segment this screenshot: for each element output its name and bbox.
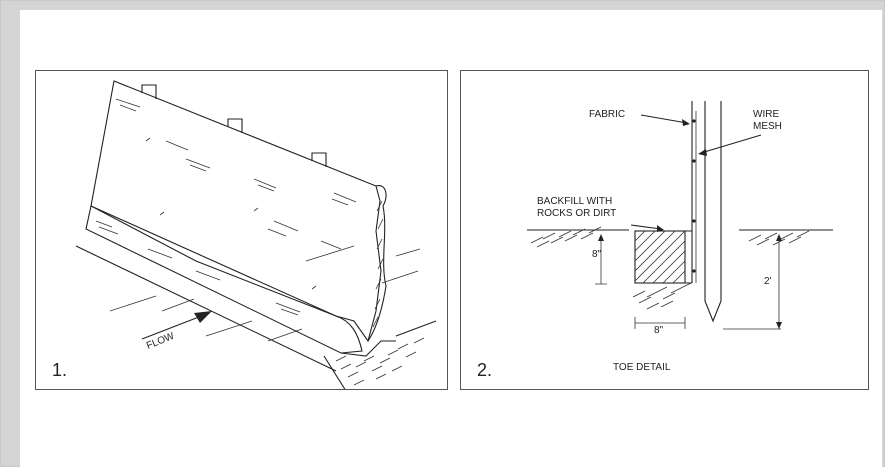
caption-toe-detail: TOE DETAIL [613, 362, 671, 373]
drawing-sheet: FLOW 1. [20, 10, 882, 467]
panel-number-1: 1. [52, 360, 68, 380]
label-trench-width: 8" [654, 325, 664, 336]
flow-label: FLOW [145, 331, 176, 352]
backfill-leader [630, 224, 662, 230]
post-top-2 [227, 118, 243, 133]
trench-width-dim [634, 317, 686, 329]
label-backfill-line2: ROCKS OR DIRT [537, 208, 616, 219]
toe-detail-section-drawing: FABRIC WIRE MESH BACKFILL WITH ROCKS OR … [527, 101, 833, 373]
panel-silt-fence-perspective: FLOW 1. [35, 70, 448, 390]
post-top-3 [311, 152, 327, 167]
post-depth-dim [723, 236, 781, 330]
post [704, 101, 722, 323]
flow-arrow-shaft [141, 314, 205, 340]
label-post-depth: 2' [764, 276, 772, 287]
flow-arrow-head [194, 311, 212, 323]
label-trench-depth: 8" [592, 249, 602, 260]
wire-mesh-leader [700, 134, 762, 154]
post-top-1 [141, 84, 157, 99]
label-wire-mesh-line2: MESH [753, 121, 782, 132]
silt-fence-perspective-drawing: FLOW [75, 80, 437, 389]
trench-depth-dim [595, 236, 607, 285]
panel-toe-detail: FABRIC WIRE MESH BACKFILL WITH ROCKS OR … [460, 70, 869, 390]
label-backfill-line1: BACKFILL WITH [537, 196, 612, 207]
fabric-leader [640, 114, 688, 124]
panel-number-2: 2. [477, 360, 493, 380]
label-fabric: FABRIC [589, 109, 625, 120]
label-wire-mesh-line1: WIRE [753, 109, 779, 120]
